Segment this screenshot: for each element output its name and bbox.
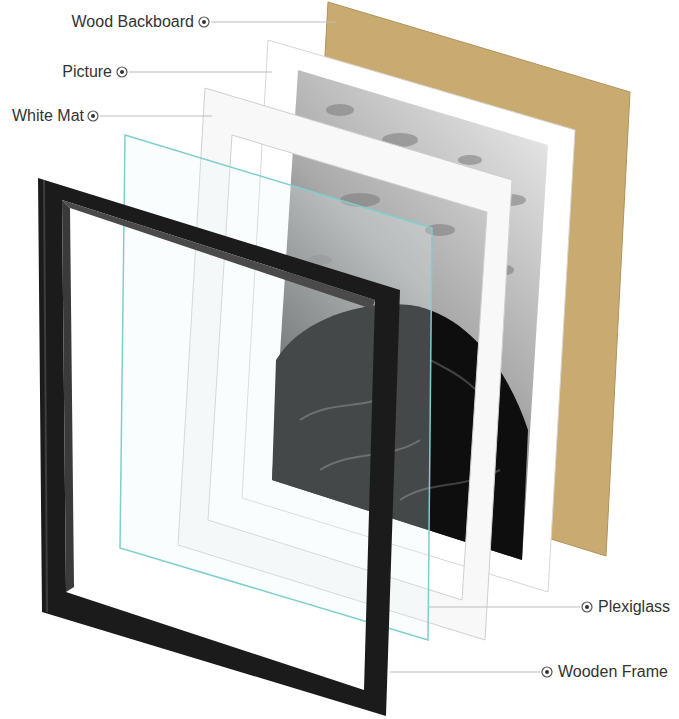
leader-lines [100,22,580,672]
wooden-frame [38,178,400,716]
part-label: Picture [62,62,112,81]
leader-dots [88,17,592,677]
frame-edge [44,180,47,612]
frame-bevel [62,200,74,592]
part-label: White Mat [12,106,84,125]
part-label: Wood Backboard [72,12,194,31]
part-label: Wooden Frame [558,662,668,681]
part-label: Plexiglass [598,597,670,616]
frame-bevel [62,200,375,309]
